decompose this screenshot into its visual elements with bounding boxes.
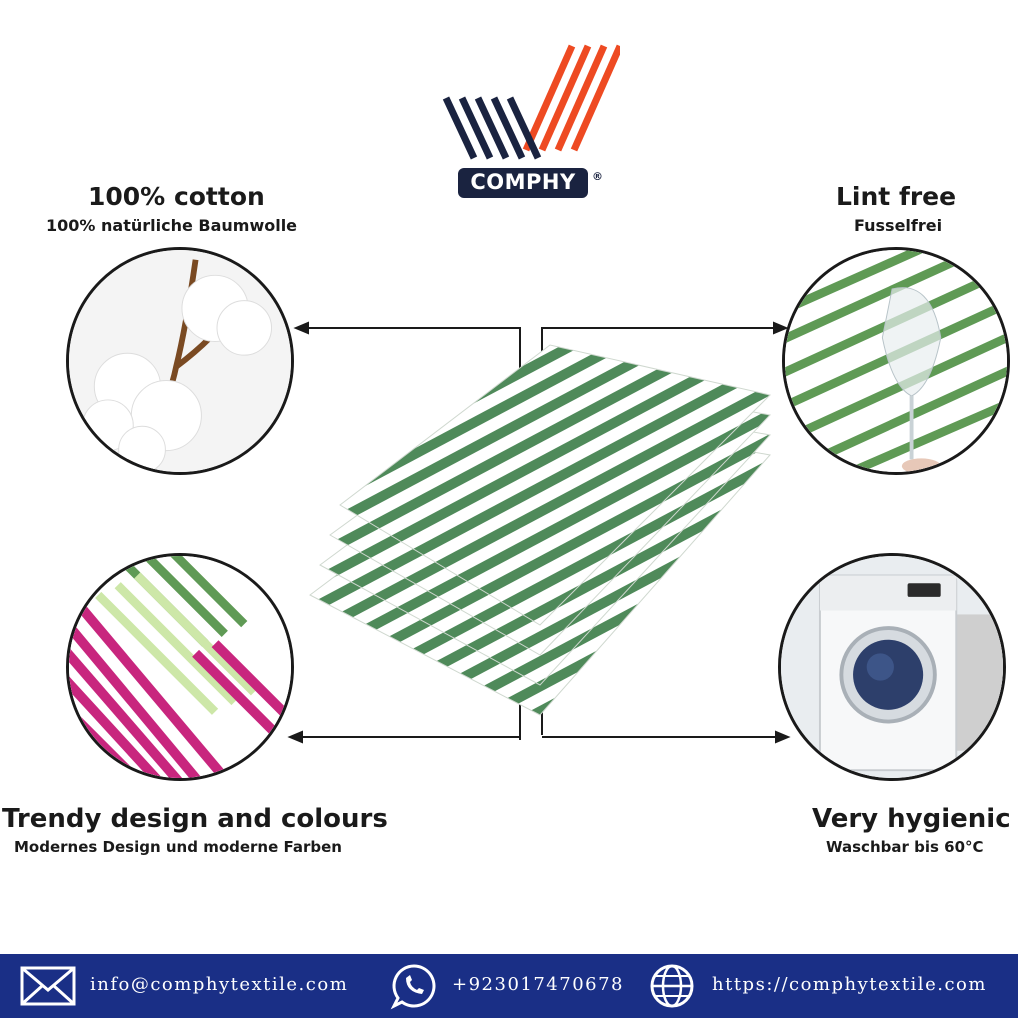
cotton-flower-icon [69,250,291,472]
registered-mark: ® [592,170,603,183]
feature-cotton-subtitle: 100% natürliche Baumwolle [46,216,298,235]
striped-towels-icon [69,556,291,778]
design-image [66,553,294,781]
footer-bar: info@comphytextile.com +923017470678 htt… [0,954,1018,1018]
email-link[interactable]: info@comphytextile.com [90,974,349,995]
feature-design-subtitle: Modernes Design und moderne Farben [14,838,342,856]
towel-with-glass-icon [785,250,1007,472]
brand-logo-icon [442,44,624,198]
brand-name: COMPHY [470,170,576,194]
feature-lint-subtitle: Fusselfrei [854,216,943,235]
feature-design-title: Trendy design and colours [2,804,388,834]
lint-image [782,247,1010,475]
cotton-image [66,247,294,475]
email-icon [20,964,76,1012]
washing-machine-icon [781,556,1003,778]
feature-hygiene-subtitle: Waschbar bis 60°C [826,838,984,856]
folded-towels-icon [309,344,772,716]
phone-link[interactable]: +923017470678 [452,974,625,995]
globe-icon [648,962,696,1014]
whatsapp-icon [390,962,438,1014]
website-link[interactable]: https://comphytextile.com [712,974,987,995]
feature-hygiene-title: Very hygienic [812,804,1011,834]
hygiene-image [778,553,1006,781]
feature-cotton-title: 100% cotton [88,182,265,211]
product-image [300,335,780,735]
brand-logo: COMPHY ® [440,40,624,212]
feature-lint-title: Lint free [836,182,957,211]
